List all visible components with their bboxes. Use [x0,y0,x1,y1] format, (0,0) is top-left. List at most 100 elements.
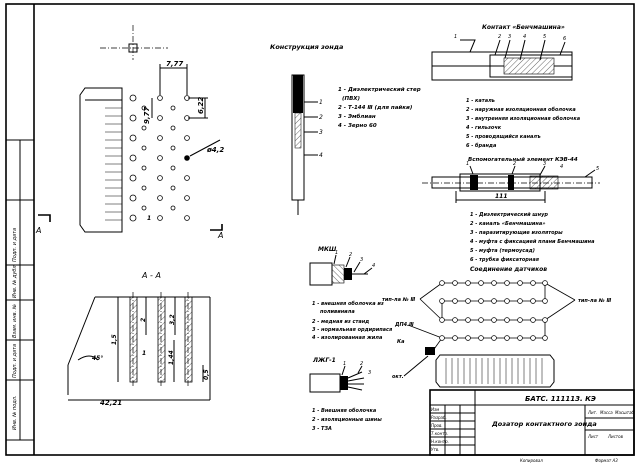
section-mark-a-left: А [35,226,41,235]
tb-row-prov: Пров. [431,423,443,428]
tb-col-massa: Масса [600,410,613,415]
probe-callout-4: 4 [319,152,323,159]
contact-title: Контакт «Бенчмашина» [482,24,565,31]
sensor-network: Соединение датчиков тип-ла № Ⅲ тип-ла № … [382,266,611,388]
probe-construction: Конструкция зонда 1 2 3 4 1 - Диэлектрич… [270,43,421,215]
svg-text:1 - каталь: 1 - каталь [466,98,495,104]
svg-text:6 - трубка фиксаторная: 6 - трубка фиксаторная [470,256,540,263]
svg-text:2 - изоляционные шины: 2 - изоляционные шины [312,417,382,423]
dim-aa-d1: 1,5 [111,334,118,345]
dim-aa-width: 42,21 [100,399,122,407]
cable-a: МКШ 1 2 3 4 1 - внешняя оболочка из поли… [309,246,393,341]
network-label-right: тип-ла № Ⅲ [578,298,611,304]
connector-callout-5: 5 [596,166,599,172]
tb-row-izm: Изм [431,407,439,412]
tb-designation: БАТС. 111113. КЭ [525,395,596,403]
cable-a-callout-3: 3 [360,257,363,263]
contact-callout-2: 2 [498,34,501,40]
sensor-array-view: 7,77 9,77 6,22 ø4,2 1 А А [35,25,224,240]
network-title: Соединение датчиков [470,266,547,273]
dim-pitch-v: 9,77 [143,107,151,124]
cable-a-callout-4: 4 [372,263,375,269]
tb-col-list: Лист [587,434,599,439]
connector-legend: 1 - Диэлектрический шнур 2 - каналъ «Бен… [470,212,595,263]
stamp-podp-1: Подп. и дата [12,344,18,378]
stamp-podp-2: Подп. и дата [12,228,18,262]
network-label-mid2: Ка [397,339,405,345]
probe-callout-2: 2 [319,114,323,121]
cable-b-callout-2: 2 [360,361,363,367]
svg-text:5 - проводящийся каналъ: 5 - проводящийся каналъ [466,134,541,140]
title-block: БАТС. 111113. КЭ Дозатор контактного зон… [429,389,635,463]
cable-a-legend: 1 - внешняя оболочка из поливинила 2 - м… [312,300,393,341]
cable-a-callout-1: 1 [335,250,338,256]
tb-copied: Копировал [520,458,543,463]
svg-text:5 - муфта (термоусад): 5 - муфта (термоусад) [470,247,535,254]
tb-name: Дозатор контактного зонда [491,420,597,428]
dim-aa-d2: 1 [142,350,146,357]
contact-legend: 1 - каталь 2 - наружная изоляционная обо… [466,98,581,149]
dim-overall: 1 [147,215,151,222]
svg-text:1 - Диэлектрический стер: 1 - Диэлектрический стер [338,87,421,93]
svg-text:3 - нормальная ордирипася: 3 - нормальная ордирипася [312,327,393,333]
network-label-left: тип-ла № Ⅲ [382,297,415,303]
tb-row-utv: Утв. [431,447,439,452]
dim-hole: ø4,2 [206,146,224,154]
network-label-bottom: окт. [392,374,404,380]
svg-text:3 - Эмблиан: 3 - Эмблиан [338,113,376,120]
dim-aa-d5: 1,44 [168,350,175,365]
tb-col-masshtab: Масштаб [615,410,635,415]
probe-title: Конструкция зонда [270,43,343,51]
svg-text:поливинила: поливинила [320,309,355,315]
hole-grid [129,94,190,222]
svg-text:4 - муфта с фиксацией плани Бе: 4 - муфта с фиксацией плани Бенчмашина [470,238,595,245]
tb-row-tkontr: Т.контр. [431,431,448,436]
contact-detail: Контакт «Бенчмашина» 1 2 3 4 5 6 1 - кат… [431,24,581,149]
dim-aa-d4: 3,2 [169,314,176,325]
stamp-vzam: Взам. инв. № [12,304,18,338]
dim-aa-d6: 0,5 [203,369,210,380]
network-comb-ticks [445,358,543,384]
network-nodes [439,280,548,341]
dim-pitch-h: 7,77 [166,60,183,68]
cable-b-title: ЛЖГ-1 [312,357,336,364]
svg-text:4 - изолированная жила: 4 - изолированная жила [312,335,383,341]
svg-text:1 - Внешняя оболочка: 1 - Внешняя оболочка [312,407,377,414]
cable-b: ЛЖГ-1 1 2 3 1 - Внешняя оболочка 2 - изо… [309,357,382,432]
probe-callout-3: 3 [319,129,323,136]
network-label-mid1: ДП4.Ⅲ [394,322,414,328]
tb-row-nkontr: Н.контр. [431,439,449,444]
connector-callout-4: 4 [560,164,563,170]
svg-text:2 - каналъ «Бенчмашина»: 2 - каналъ «Бенчмашина» [470,221,545,227]
dim-aa-d3: 2 [140,318,147,322]
stamp-inv-podl: Инв. № подл. [12,396,18,431]
svg-text:2 - наружная изоляционная обол: 2 - наружная изоляционная оболочка [466,106,576,113]
contact-callout-1: 1 [454,34,457,40]
contact-callout-3: 3 [508,34,511,40]
svg-text:3 - паразитирующие изоляторы: 3 - паразитирующие изоляторы [470,230,563,236]
svg-text:3 - ТЗА: 3 - ТЗА [312,426,332,432]
tb-format: Формат А3 [595,458,618,463]
svg-text:1 - Диэлектрический шнур: 1 - Диэлектрический шнур [470,212,548,218]
dim-aa-angle: 45° [92,355,103,362]
probe-legend: 1 - Диэлектрический стер (ПВХ) 2 - Т-144… [338,87,421,129]
cable-a-callout-2: 2 [349,252,352,258]
drawing-frame: Инв. № подл. Подп. и дата Взам. инв. № И… [5,3,635,456]
stamp-inv-dubl: Инв. № дубл. [12,264,18,298]
tb-col-lit: Лит. [587,410,597,415]
svg-text:4 - гильзочк: 4 - гильзочк [466,125,502,131]
cable-b-callout-1: 1 [343,361,346,367]
tb-row-razrab: Разраб. [431,415,447,420]
contact-callout-4: 4 [523,34,526,40]
cable-b-callout-3: 3 [368,370,371,376]
connector-callout-3: 3 [543,161,546,167]
section-mark-a-right: А [217,231,223,240]
svg-text:6 - бранда: 6 - бранда [466,142,497,149]
section-aa: А - А 1,5 1 2 3,2 1,44 0,5 45° 42,21 [67,271,211,407]
svg-text:4 - Зерно 60: 4 - Зерно 60 [338,123,377,129]
connector-dim: 111 [495,193,508,200]
connector-callout-2: 2 [513,161,516,167]
comb-ticks [105,107,122,221]
connector-callout-1: 1 [466,161,469,167]
